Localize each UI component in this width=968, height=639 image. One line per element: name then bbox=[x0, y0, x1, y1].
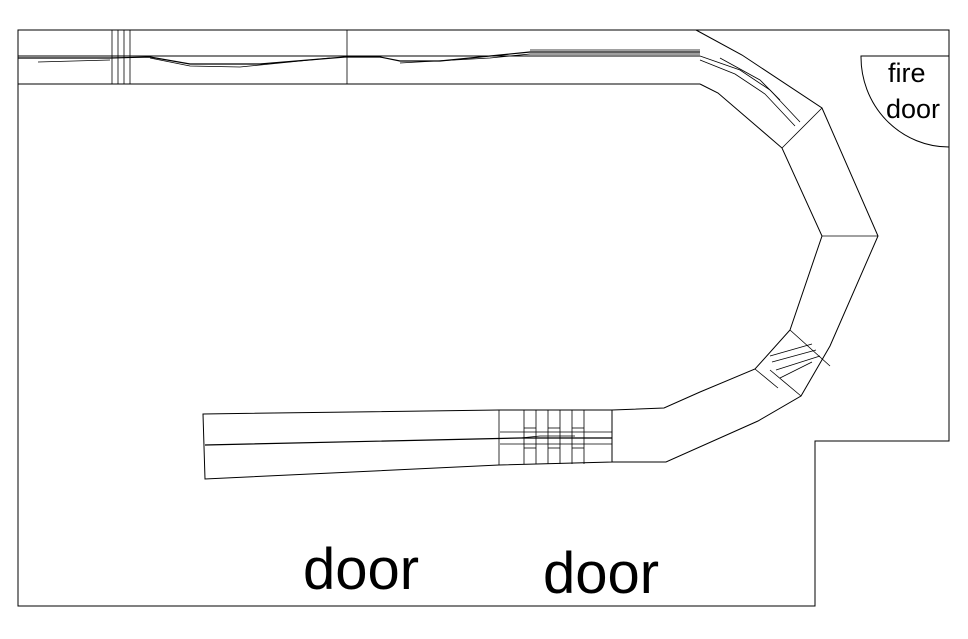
fire-door-swing-arc bbox=[860, 55, 950, 148]
door-label-left: door bbox=[303, 537, 419, 602]
fire-door-label-line1: fire bbox=[888, 58, 926, 88]
top-baseboard bbox=[18, 30, 700, 85]
top-track bbox=[18, 49, 700, 68]
curved-benchwork bbox=[611, 29, 879, 463]
door-label-right: door bbox=[543, 541, 659, 606]
lower-straight-benchwork bbox=[202, 409, 613, 480]
room-outline bbox=[17, 29, 950, 607]
fire-door-label-line2: door bbox=[886, 94, 940, 124]
